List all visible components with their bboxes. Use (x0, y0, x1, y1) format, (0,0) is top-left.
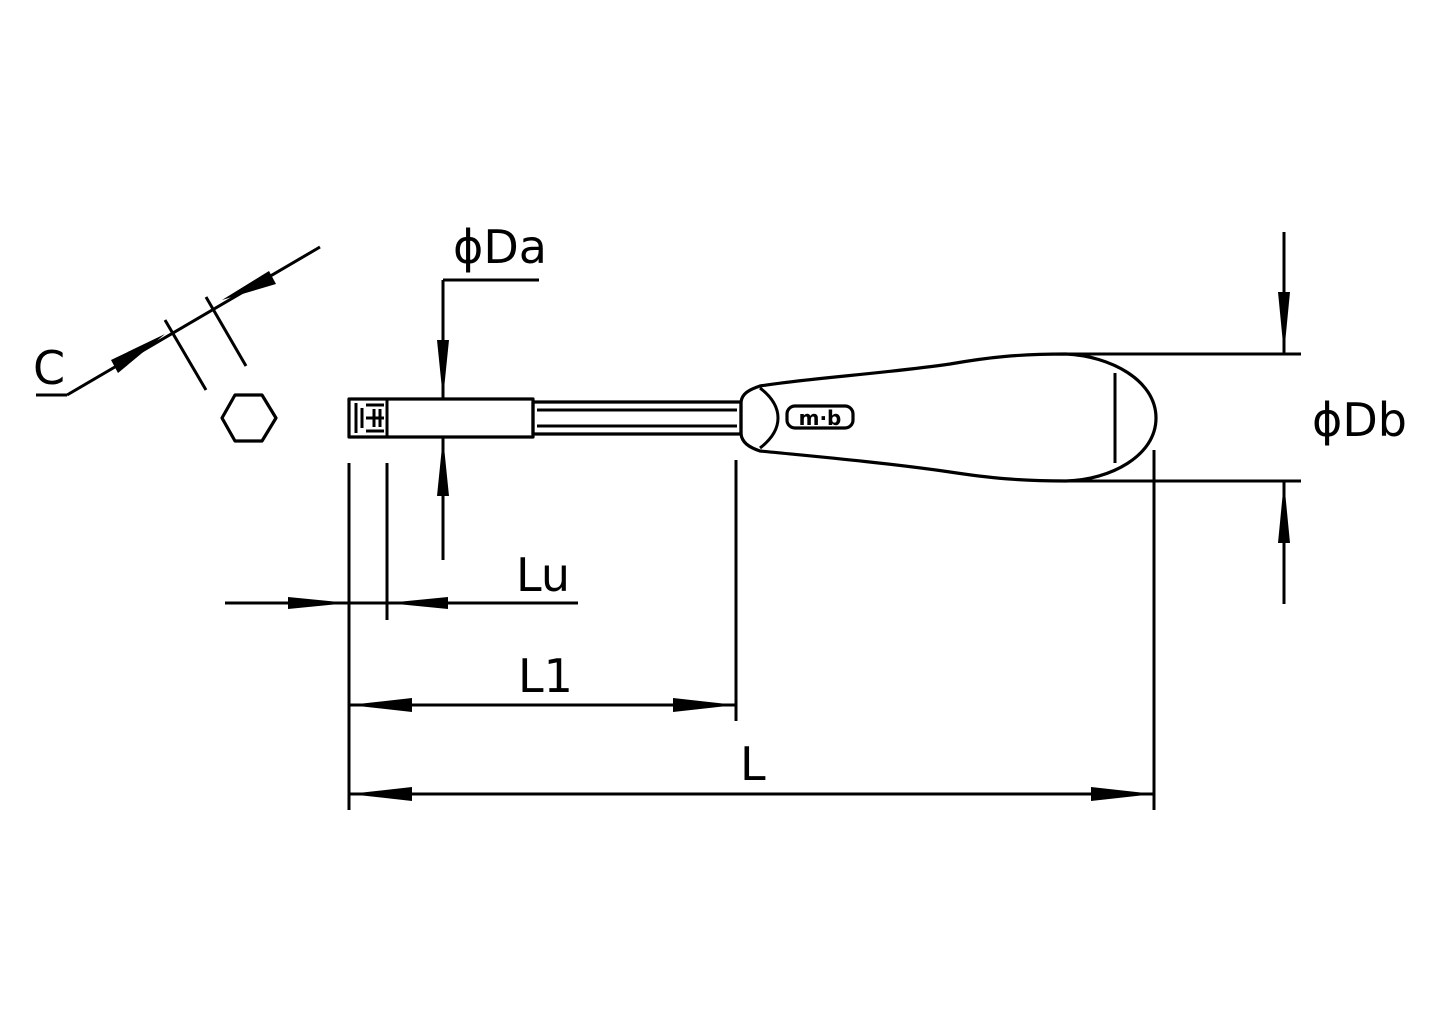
dimension-da: ϕDa (437, 220, 547, 560)
handle: m·b (739, 352, 1158, 483)
label-db: ϕDb (1312, 393, 1407, 447)
dimension-l: L (349, 737, 1154, 801)
label-da: ϕDa (453, 220, 547, 274)
dimension-l1: L1 (349, 649, 736, 712)
dimension-lu: Lu (225, 548, 578, 609)
hexagon-icon (220, 393, 278, 443)
label-l1: L1 (518, 649, 573, 703)
label-l: L (740, 737, 766, 791)
label-lu: Lu (516, 548, 570, 602)
extension-lines (347, 450, 1156, 810)
dimension-db: ϕDb (1066, 232, 1407, 604)
brand-logo: m·b (799, 406, 842, 430)
label-c: C (33, 341, 65, 395)
dimension-c: C (33, 245, 321, 397)
socket-shaft (347, 397, 743, 439)
